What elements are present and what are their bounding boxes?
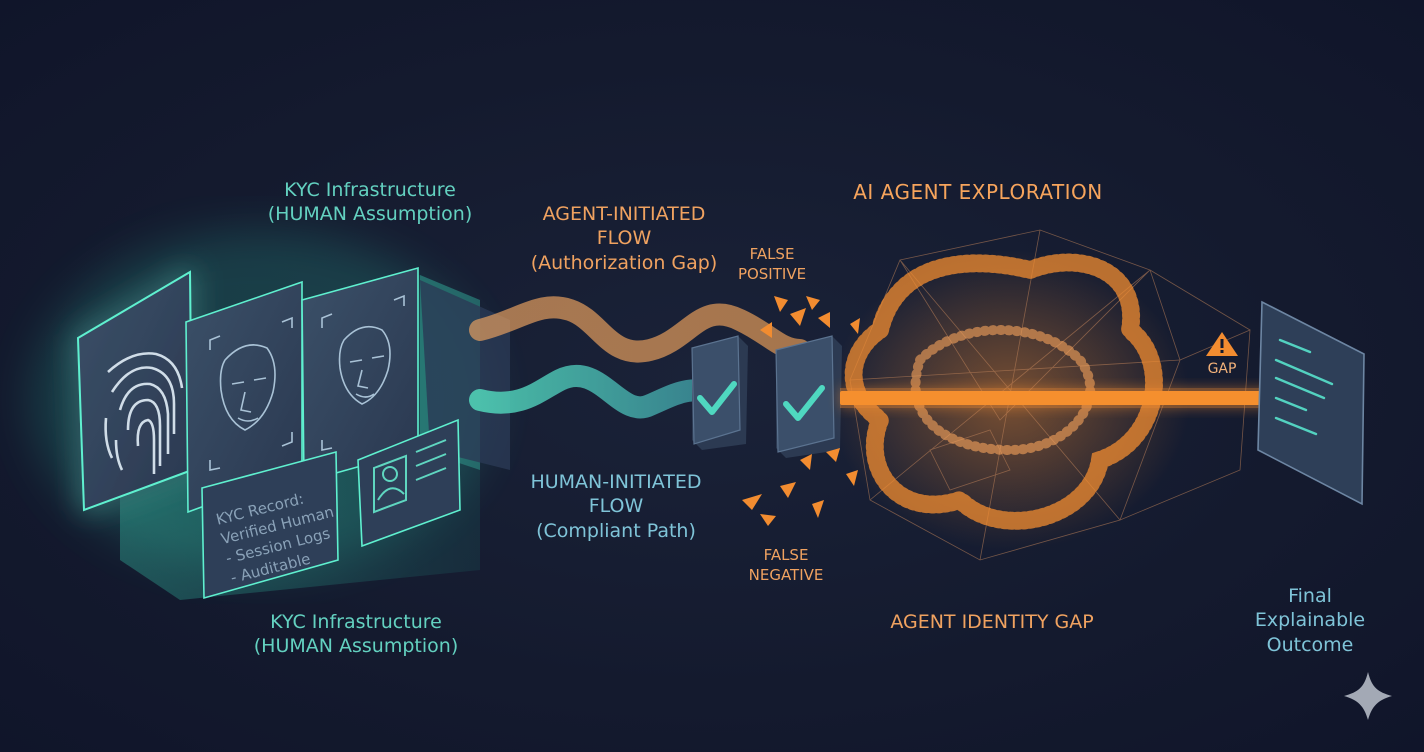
final-outcome-label: Final Explainable Outcome <box>1240 584 1380 657</box>
identity-gap-label: AGENT IDENTITY GAP <box>890 611 1094 633</box>
false-negative-line-2: NEGATIVE <box>748 566 824 585</box>
kyc-bottom-label-line-2: (HUMAN Assumption) <box>253 635 459 658</box>
id-card-icon <box>373 439 447 514</box>
warning-icon <box>1206 332 1238 356</box>
kyc-top-label-line-1: KYC Infrastructure <box>284 179 456 201</box>
false-positive-line-2: POSITIVE <box>737 265 807 284</box>
agent-beam <box>840 388 1280 408</box>
sparkle-icon <box>1344 672 1392 720</box>
false-positive-line-1: FALSE <box>749 245 795 263</box>
false-negative-label: FALSE NEGATIVE <box>736 545 836 586</box>
exploration-title: AI AGENT EXPLORATION <box>853 180 1103 204</box>
agent-initiated-flow-wave <box>469 296 811 363</box>
agent-flow-label: AGENT-INITIATED FLOW (Authorization Gap) <box>514 202 734 275</box>
check-icon <box>697 381 737 415</box>
fingerprint-icon <box>104 352 184 474</box>
kyc-top-label: KYC Infrastructure (HUMAN Assumption) <box>260 178 480 227</box>
false-positive-label: FALSE POSITIVE <box>722 244 822 285</box>
face-scan-panel-2 <box>301 266 419 484</box>
final-outcome-line-3: Outcome <box>1266 633 1354 656</box>
checkpoint-1 <box>691 335 748 450</box>
kyc-top-label-line-2: (HUMAN Assumption) <box>267 203 473 226</box>
agent-flow-label-line-3: (Authorization Gap) <box>530 251 718 274</box>
fingerprint-panel <box>76 270 194 512</box>
face-scan-icon <box>209 316 293 471</box>
agent-flow-label-line-1: AGENT-INITIATED <box>542 203 706 225</box>
false-negative-line-1: FALSE <box>763 546 809 564</box>
id-card <box>357 418 461 548</box>
human-initiated-flow-wave <box>469 364 731 419</box>
kyc-record-card: KYC Record: Verified Human - Session Log… <box>201 450 339 600</box>
human-flow-label: HUMAN-INITIATED FLOW (Compliant Path) <box>506 470 726 543</box>
gap-label: GAP <box>1207 361 1237 377</box>
final-outcome-line-1: Final <box>1288 585 1332 607</box>
check-icon-2 <box>783 385 825 421</box>
kyc-infrastructure: KYC Record: Verified Human - Session Log… <box>30 230 510 600</box>
face-scan-icon-2 <box>321 294 405 451</box>
face-scan-panel <box>185 280 303 514</box>
checkpoint-2 <box>775 335 842 458</box>
human-flow-label-line-2: FLOW <box>588 495 644 518</box>
agent-flow-label-line-2: FLOW <box>596 227 652 250</box>
human-flow-label-line-3: (Compliant Path) <box>536 519 696 542</box>
kyc-bottom-label: KYC Infrastructure (HUMAN Assumption) <box>246 610 466 659</box>
human-flow-label-line-1: HUMAN-INITIATED <box>530 471 702 493</box>
kyc-bottom-label-line-1: KYC Infrastructure <box>270 611 442 633</box>
final-outcome-line-2: Explainable <box>1254 609 1366 632</box>
final-outcome-panel <box>1257 300 1365 506</box>
